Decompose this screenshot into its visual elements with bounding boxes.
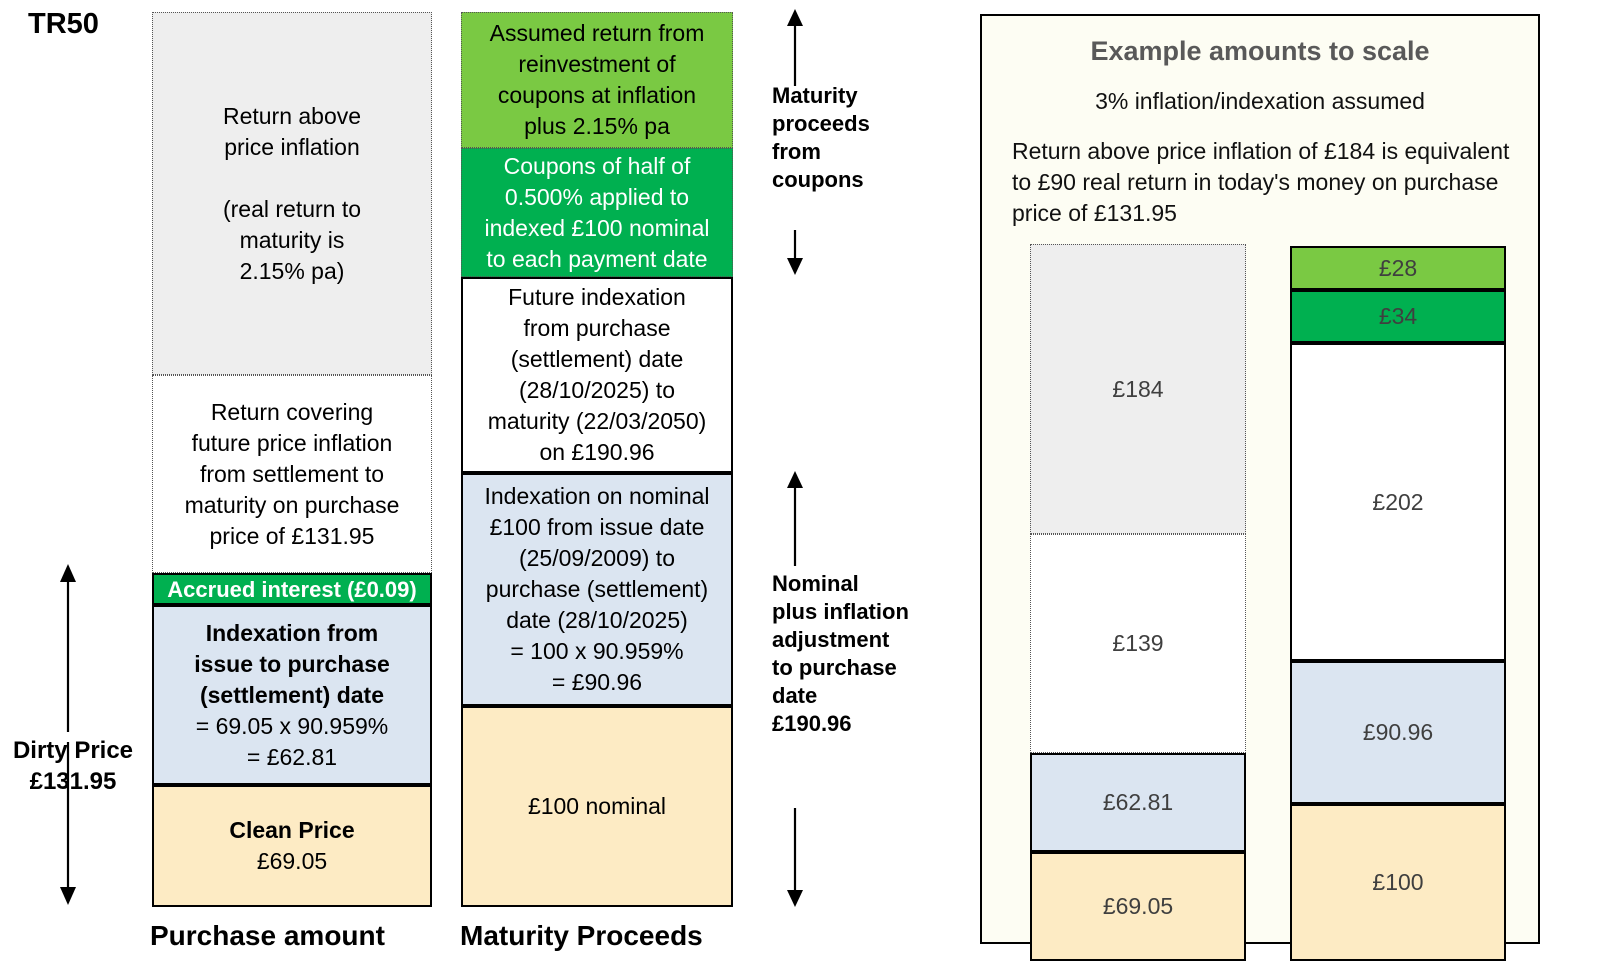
block-reinvestment-return: Assumed return from reinvestment of coup…: [461, 12, 733, 148]
maturity-proceeds-caption: Maturity Proceeds: [460, 920, 703, 951]
clean-price-label: Clean Price: [229, 817, 355, 843]
bar1-segment-184: £184: [1030, 244, 1246, 534]
bar2-segment-90-96: £90.96: [1290, 661, 1506, 804]
block-indexation-issue-to-purchase: Indexation from issue to purchase (settl…: [152, 605, 432, 785]
example-panel-note: Return above price inflation of £184 is …: [1012, 138, 1510, 226]
block-return-covering-future-inflation: Return covering future price inflation f…: [152, 375, 432, 573]
bar1-segment-69-05: £69.05: [1030, 852, 1246, 961]
clean-price-value: £69.05: [256, 848, 328, 874]
purchase-amount-caption: Purchase amount: [150, 920, 385, 951]
block-nominal-100: £100 nominal: [461, 706, 733, 907]
bar1-segment-62-81: £62.81: [1030, 753, 1246, 852]
indexation-heading: Indexation from issue to purchase (settl…: [194, 619, 390, 708]
example-panel-subtitle: 3% inflation/indexation assumed: [1095, 88, 1425, 114]
bar2-segment-100: £100: [1290, 804, 1506, 961]
nominal-plus-inflation-arrow: [775, 470, 815, 908]
page-title: TR50: [28, 8, 99, 40]
block-return-above-price-inflation: Return above price inflation (real retur…: [152, 12, 432, 375]
maturity-proceeds-from-coupons-label: Maturity proceeds from coupons: [772, 83, 870, 192]
block-indexation-on-nominal: Indexation on nominal £100 from issue da…: [461, 473, 733, 706]
block-coupons: Coupons of half of 0.500% applied to ind…: [461, 148, 733, 277]
bar2-segment-202: £202: [1290, 343, 1506, 661]
nominal-plus-inflation-label: Nominal plus inflation adjustment to pur…: [772, 571, 909, 736]
dirty-price-label: Dirty Price £131.95: [12, 737, 134, 795]
bar2-segment-28: £28: [1290, 246, 1506, 290]
block-future-indexation: Future indexation from purchase (settlem…: [461, 277, 733, 473]
block-accrued-interest: Accrued interest (£0.09): [152, 573, 432, 605]
maturity-coupons-arrow: [775, 8, 815, 276]
bar1-segment-139: £139: [1030, 534, 1246, 753]
example-panel-title: Example amounts to scale: [1090, 36, 1430, 66]
dirty-price-arrow: [48, 562, 88, 907]
example-amounts-panel: Example amounts to scale 3% inflation/in…: [980, 14, 1540, 961]
indexation-calculation: = 69.05 x 90.959% = £62.81: [195, 712, 389, 770]
block-clean-price: Clean Price £69.05: [152, 785, 432, 907]
bar2-segment-34: £34: [1290, 290, 1506, 343]
